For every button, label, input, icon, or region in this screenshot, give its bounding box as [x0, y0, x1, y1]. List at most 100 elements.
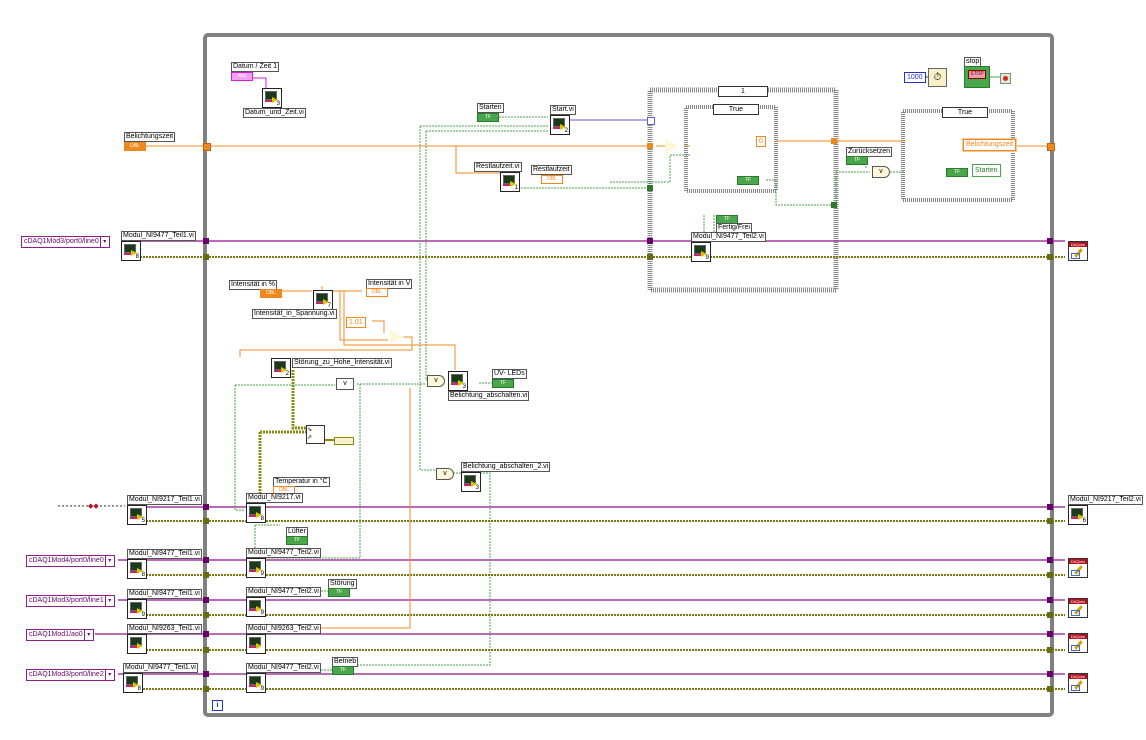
- tunnel-green-out: [831, 202, 837, 208]
- restlaufzeit-subvi[interactable]: 1: [500, 172, 520, 192]
- fertig-module-subvi[interactable]: 9: [691, 242, 711, 262]
- daq-resource-1[interactable]: cDAQ1Mod3/port0/line0▾: [21, 236, 110, 248]
- start-subvi[interactable]: 2: [550, 115, 570, 135]
- daqmx-label: DAQmx: [1069, 674, 1087, 679]
- daqmx-clear-task[interactable]: DAQmx: [1068, 673, 1088, 693]
- loop-condition-terminal: [1000, 73, 1011, 84]
- zuruecksetzen-control[interactable]: TF: [846, 156, 868, 165]
- subvi-number: 3: [276, 101, 280, 107]
- daq-resource-4[interactable]: cDAQ1Mod1/ao0▾: [26, 629, 94, 641]
- intensitaet-control[interactable]: DBL: [260, 289, 282, 298]
- right-bool-constant[interactable]: TF: [946, 168, 968, 177]
- left-module-subvi[interactable]: [127, 634, 147, 654]
- case-selector-inner[interactable]: True: [713, 104, 759, 115]
- starten-label: Starten: [477, 103, 504, 113]
- inner-module-label: Modul_NI9477_Teil2.vi: [246, 587, 321, 597]
- starten-control-terminal[interactable]: TF: [477, 113, 499, 122]
- intensitaet-in-spannung-subvi[interactable]: 7: [313, 290, 333, 310]
- loop-tunnel: [203, 557, 209, 563]
- waveform-icon: [1071, 570, 1080, 576]
- datum-control-label: Datum / Zeit 1: [231, 62, 279, 72]
- chevron-down-icon[interactable]: ▾: [104, 556, 114, 566]
- loop-tunnel: [203, 504, 209, 510]
- stoerung-intensitaet-subvi[interactable]: 2: [271, 358, 291, 378]
- right-module-subvi[interactable]: 6: [1068, 505, 1088, 525]
- resource-text: cDAQ1Mod4/port0/line0: [29, 557, 104, 564]
- zero-constant[interactable]: 0: [756, 136, 766, 147]
- metronome-icon[interactable]: ⏱: [928, 68, 947, 87]
- chevron-down-icon[interactable]: ▾: [83, 630, 93, 640]
- left-module-subvi[interactable]: 5: [127, 505, 147, 525]
- chevron-down-icon[interactable]: ▾: [99, 237, 109, 247]
- wait-ms-constant[interactable]: 1000: [904, 72, 926, 83]
- inner-module-label: Modul_NI9477_Teil2.vi: [246, 663, 321, 673]
- while-loop-border[interactable]: [203, 33, 1054, 717]
- belichtungszeit-local-variable[interactable]: Belichtungszeit: [961, 138, 1018, 152]
- shift-register-right[interactable]: [1047, 143, 1055, 151]
- shift-register-left[interactable]: [203, 143, 211, 151]
- daqmx-clear-task[interactable]: DAQmx: [1068, 241, 1088, 261]
- inner-module-subvi[interactable]: 9: [246, 597, 266, 617]
- inner-module-label: Modul_NI9263_Teil2.vi: [246, 624, 321, 634]
- left-module-subvi[interactable]: 9: [127, 599, 147, 619]
- daqmx-clear-task[interactable]: DAQmx: [1068, 558, 1088, 578]
- restlaufzeit-vi-label: Restlaufzeit.vi: [474, 162, 522, 172]
- inner-bool-constant[interactable]: TF: [737, 176, 759, 185]
- loop-tunnel: [203, 254, 209, 260]
- iteration-terminal: i: [212, 700, 223, 711]
- chevron-down-icon[interactable]: ▾: [104, 596, 114, 606]
- stop-sign-icon: [1003, 76, 1008, 81]
- belichtung-abschalten-label: Belichtung_abschalten.vi: [448, 391, 530, 401]
- tunnel-blue: [647, 117, 655, 125]
- case-structure-right-border[interactable]: [901, 109, 1015, 202]
- daq-resource-3[interactable]: cDAQ1Mod3/port0/line1▾: [26, 595, 115, 607]
- loop-tunnel: [203, 647, 209, 653]
- left-module-label: Modul_NI9477_Teil1.vi: [127, 589, 202, 599]
- belichtungszeit-control-terminal[interactable]: DBL: [124, 142, 146, 151]
- inner-module-subvi[interactable]: 9: [246, 673, 266, 693]
- left-module-subvi[interactable]: 8: [123, 673, 143, 693]
- subvi-number: 8: [260, 516, 264, 522]
- intensitaet-v-label: Intensität in V: [366, 279, 413, 289]
- uv-leds-indicator: TF: [492, 379, 514, 388]
- stop-button[interactable]: STOP: [964, 66, 990, 88]
- datum-und-zeit-subvi[interactable]: 3: [262, 88, 282, 108]
- waveform-icon: [1071, 253, 1080, 259]
- subvi-number: 8: [135, 254, 139, 260]
- daqmx-label: DAQmx: [1069, 559, 1087, 564]
- chevron-down-icon[interactable]: ▾: [104, 670, 114, 680]
- loop-tunnel: [1047, 612, 1053, 618]
- daqmx-clear-task[interactable]: DAQmx: [1068, 598, 1088, 618]
- loop-tunnel: [203, 597, 209, 603]
- daq-resource-5[interactable]: cDAQ1Mod3/port0/line2▾: [26, 669, 115, 681]
- bool-wires: [234, 116, 905, 671]
- subvi-number: 9: [260, 571, 264, 577]
- datum-control-terminal[interactable]: Abc: [231, 72, 253, 81]
- subvi-number: 6: [1082, 518, 1086, 524]
- right-module-label: Modul_NI9217_Teil2.vi: [1068, 495, 1143, 505]
- left-module-label: Modul_NI9263_Teil1.vi: [127, 624, 202, 634]
- daq-resource-2[interactable]: cDAQ1Mod4/port0/line0▾: [26, 555, 115, 567]
- or-gate: v: [872, 166, 890, 178]
- case-selector-right[interactable]: True: [942, 107, 988, 118]
- left-module-label: Modul_NI9477_Teil1.vi: [123, 663, 198, 673]
- daqmx-label: DAQmx: [1069, 634, 1087, 639]
- luefter-indicator: TF: [286, 536, 308, 545]
- starten-local-variable[interactable]: Starten: [972, 164, 1001, 177]
- left-module-subvi[interactable]: 8: [127, 559, 147, 579]
- or-gate-2: v: [436, 468, 454, 480]
- case-structure-inner-border[interactable]: [684, 105, 778, 193]
- loop-tunnel: [1047, 686, 1053, 692]
- inner-module-subvi[interactable]: 9: [246, 558, 266, 578]
- inner-module-subvi[interactable]: [246, 634, 266, 654]
- belichtung-abschalten-2-subvi[interactable]: 3: [461, 472, 481, 492]
- belichtung-abschalten-subvi[interactable]: 3: [448, 371, 468, 391]
- inner-module-subvi[interactable]: 8: [246, 503, 266, 523]
- inner-module-label: Modul_NI9217.vi: [246, 493, 303, 503]
- daqmx-clear-task[interactable]: DAQmx: [1068, 633, 1088, 653]
- stop-button-face: STOP: [968, 70, 986, 79]
- threshold-constant[interactable]: 1.01: [346, 317, 366, 328]
- case-selector-outer[interactable]: 1: [718, 86, 768, 97]
- left-module-subvi[interactable]: 8: [121, 241, 141, 261]
- subvi-number: 2: [285, 371, 289, 377]
